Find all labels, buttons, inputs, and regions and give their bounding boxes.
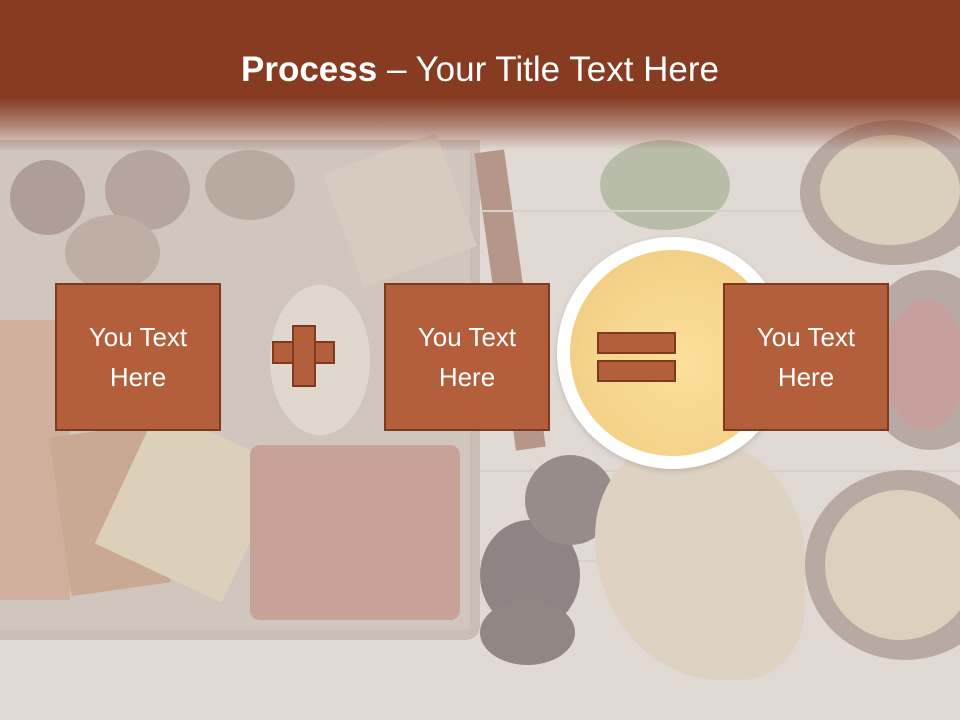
bowl-contents-shape <box>820 135 960 245</box>
mushroom-shape <box>205 150 295 220</box>
equals-icon-bottom-bar <box>597 360 676 382</box>
process-box-3[interactable]: You Text Here <box>723 283 889 431</box>
mushroom-shape <box>10 160 85 235</box>
mushroom-shape <box>65 215 160 290</box>
process-box-2[interactable]: You Text Here <box>384 283 550 431</box>
bowl-contents-shape <box>825 490 960 640</box>
title-bold: Process <box>241 50 378 89</box>
title-rest: – Your Title Text Here <box>377 50 719 89</box>
process-box-1[interactable]: You Text Here <box>55 283 221 431</box>
equals-icon-top-bar <box>597 332 676 354</box>
slide-title: Process – Your Title Text Here <box>0 50 960 90</box>
bowl-contents-shape <box>885 300 960 430</box>
goji-berries-shape <box>250 445 460 620</box>
dark-date-shape <box>480 600 575 665</box>
leaf-shape <box>600 140 730 230</box>
plus-icon-center <box>294 343 314 362</box>
table-plank-line <box>480 210 960 212</box>
title-band <box>0 0 960 150</box>
